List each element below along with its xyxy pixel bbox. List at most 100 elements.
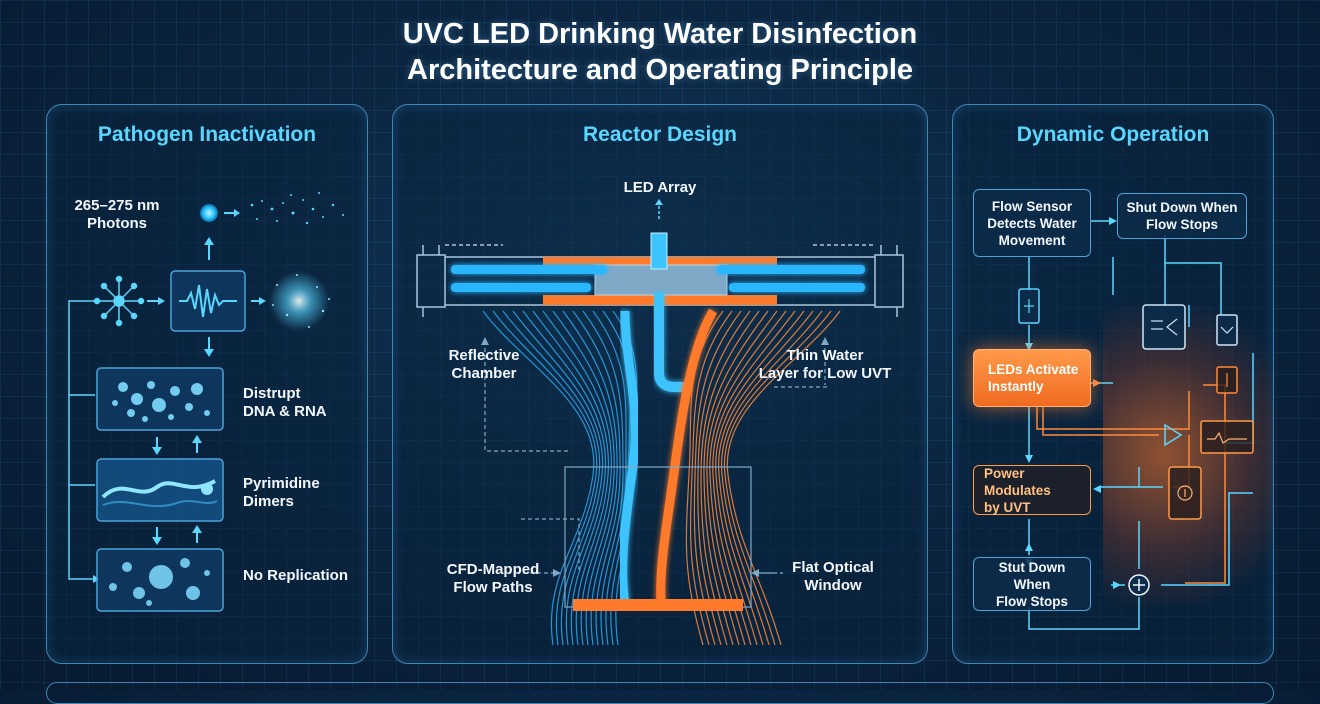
step-disrupt-line-2: DNA & RNA <box>243 403 327 420</box>
thin-water-line-1: Thin Water <box>786 347 864 364</box>
step-no-replication-label: No Replication <box>243 567 349 584</box>
led-array-label: LED Array <box>623 179 697 196</box>
uv-led-tubes <box>451 265 865 292</box>
blue-flow-line <box>482 310 595 646</box>
controller-module-icon <box>1142 304 1186 350</box>
step-dimers-line-1: Pyrimidine <box>243 475 320 492</box>
outlet-plate <box>573 599 743 611</box>
orange-flow-line <box>697 310 751 646</box>
thin-water-layer-label: Thin Water Layer for Low UVT <box>743 347 907 383</box>
uv-burst-icon <box>269 271 329 331</box>
window-line-2: Window <box>804 577 862 594</box>
step-disrupt-line-1: Distrupt <box>243 385 301 402</box>
pyrimidine-dimer-image <box>96 458 224 522</box>
flow-sensor-line-3: Movement <box>998 232 1066 248</box>
reactor-end-cap-right <box>813 244 904 317</box>
reflective-chamber-label: Reflective Chamber <box>429 347 539 383</box>
blue-flow-paths <box>482 310 637 646</box>
amplifier-icon <box>1164 423 1183 447</box>
photons-word: Photons <box>87 215 147 232</box>
shutdown-top-line-1: Shut Down When <box>1126 200 1238 215</box>
orange-flow-line <box>715 310 805 646</box>
photons-label: 265–275 nm Photons <box>67 197 167 233</box>
main-orange-flow-channel <box>656 308 717 606</box>
page-title-line-2: Architecture and Operating Principle <box>407 54 913 86</box>
leds-activate-box: LEDs Activate Instantly <box>973 349 1091 407</box>
heat-glow <box>1103 305 1273 605</box>
orange-flow-paths <box>685 310 841 646</box>
orange-flow-line <box>706 310 778 646</box>
blue-flow-line <box>522 310 607 646</box>
cfd-line-2: Flow Paths <box>453 579 533 596</box>
orange-flow-line <box>703 310 769 646</box>
orange-flow-line <box>700 310 760 646</box>
blue-flow-line <box>582 310 624 646</box>
dimer-wave-icon <box>101 479 216 499</box>
flow-sensor-line-1: Flow Sensor <box>991 198 1073 214</box>
blue-flow-line <box>512 310 604 646</box>
reactor-panel-title: Reactor Design <box>582 123 738 146</box>
blue-flow-line <box>542 310 612 646</box>
flow-sensor-line-2: Detects Water <box>987 215 1077 231</box>
orange-flow-line <box>689 310 733 646</box>
photons-wavelength: 265–275 nm <box>74 197 160 214</box>
reflective-line-2: Chamber <box>451 365 517 382</box>
flow-sensor-box: Flow Sensor Detects Water Movement <box>973 189 1091 257</box>
flat-optical-window-label: Flat Optical Window <box>773 559 893 595</box>
window-line-1: Flat Optical <box>792 559 874 576</box>
power-line-2: by UVT <box>984 499 1031 515</box>
leds-line-1: LEDs Activate <box>988 362 1079 377</box>
dynamic-operation-panel: Dynamic Operation <box>952 104 1274 664</box>
pathogen-inactivation-panel: Pathogen Inactivation <box>46 104 368 664</box>
reactor-design-panel: Reactor Design <box>392 104 928 664</box>
flow-sensor-text: Flow Sensor Detects Water Movement <box>987 198 1077 249</box>
shutdown-bottom-text: Stut Down When Flow Stops <box>980 559 1084 610</box>
orange-flow-line <box>693 310 742 646</box>
step-dimers-line-2: Dimers <box>243 493 294 510</box>
blue-flow-line <box>492 310 598 646</box>
shutdown-top-line-2: Flow Stops <box>1145 217 1218 232</box>
pathogen-panel-title: Pathogen Inactivation <box>97 123 317 146</box>
power-line-1: Power Modulates <box>984 465 1051 498</box>
orange-flow-line <box>712 310 796 646</box>
led-array-block <box>650 232 668 270</box>
page-title: UVC LED Drinking Water Disinfection Arch… <box>0 16 1320 88</box>
photon-dot-icon <box>200 204 218 222</box>
step-disrupt-label: Distrupt DNA & RNA <box>243 385 363 421</box>
shutdown-when-flow-stops-bottom-box: Stut Down When Flow Stops <box>973 557 1091 611</box>
blue-flow-line <box>592 310 627 646</box>
power-modulates-box: Power Modulates by UVT <box>973 465 1091 515</box>
inlet-pipe <box>654 293 685 392</box>
bottom-panel-edge <box>46 682 1274 704</box>
step-dimers-label: Pyrimidine Dimers <box>243 475 363 511</box>
uv-wave-icon <box>179 284 237 318</box>
blue-flow-line <box>562 310 618 646</box>
blue-flow-line <box>552 310 615 646</box>
leds-line-2: Instantly <box>988 379 1044 394</box>
shutdown-bottom-line-1: Stut Down When <box>998 559 1066 592</box>
orange-flow-line <box>709 310 787 646</box>
particle-scatter-icon <box>250 192 344 225</box>
cfd-line-1: CFD-Mapped <box>446 561 540 578</box>
orange-flow-line <box>720 310 823 646</box>
shutdown-top-text: Shut Down When Flow Stops <box>1127 199 1238 233</box>
inactive-cell-blobs <box>109 558 210 606</box>
sensor-chip-icon <box>1216 314 1238 346</box>
pathogen-diagram-graphics <box>68 192 344 612</box>
reactor-diagram-graphics <box>416 199 904 646</box>
uvt-monitor-icon <box>1200 420 1254 454</box>
dynamic-flow-graphics <box>1018 217 1254 630</box>
shutdown-bottom-line-2: Flow Stops <box>996 593 1068 609</box>
cfd-flow-paths-label: CFD-Mapped Flow Paths <box>433 561 553 597</box>
virus-icon <box>93 275 145 327</box>
blue-flow-line <box>502 310 601 646</box>
leds-activate-text: LEDs Activate Instantly <box>988 361 1078 395</box>
reflective-line-1: Reflective <box>448 347 520 364</box>
orange-flow-line <box>723 310 832 646</box>
dynamic-panel-title: Dynamic Operation <box>1016 123 1210 146</box>
reactor-end-cap-left <box>416 244 503 317</box>
page-title-line-1: UVC LED Drinking Water Disinfection <box>402 18 918 50</box>
power-modulates-text: Power Modulates by UVT <box>984 465 1084 516</box>
dna-fragment-blobs <box>112 381 210 422</box>
orange-flow-line <box>726 310 841 646</box>
